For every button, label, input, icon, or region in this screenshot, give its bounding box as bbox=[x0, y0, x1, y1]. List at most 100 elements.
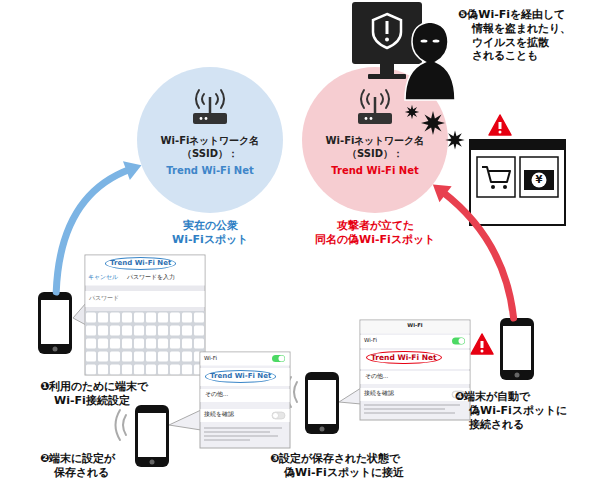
phone-icons bbox=[38, 292, 534, 467]
router-icon bbox=[358, 90, 392, 124]
screen-capture: Wi-FiTrend Wi-Fi Netその他...接続を確認 bbox=[200, 352, 290, 448]
art-circle bbox=[459, 338, 465, 344]
screen-shot bbox=[339, 320, 470, 420]
art-polygon bbox=[169, 410, 201, 430]
ui-text: パスワードを入力 bbox=[127, 274, 175, 281]
arrow-head bbox=[123, 161, 141, 180]
art-rect bbox=[361, 371, 470, 384]
fake-spot-circle: Wi-Fiネットワーク名 （SSID）：Trend Wi-Fi Net攻撃者が立… bbox=[302, 67, 448, 213]
art-rect bbox=[272, 355, 285, 362]
art-use bbox=[38, 292, 72, 354]
art-rect bbox=[201, 389, 290, 402]
art-use bbox=[305, 372, 339, 434]
text-line: 接続される bbox=[455, 418, 567, 432]
phone-device: ❹端末が自動で 偽Wi-Fiスポットに 接続される bbox=[500, 318, 534, 380]
art-ellipse bbox=[421, 39, 428, 42]
text-line: Wi-Fiネットワーク名 bbox=[137, 135, 283, 148]
art-rect bbox=[201, 409, 290, 422]
art-use bbox=[500, 318, 534, 380]
art-rect bbox=[386, 21, 389, 34]
art-circle bbox=[532, 173, 547, 188]
art-polygon bbox=[339, 388, 361, 404]
burst-mark bbox=[445, 130, 464, 149]
shopping-window bbox=[470, 140, 565, 225]
art-path bbox=[204, 428, 282, 440]
art-rect bbox=[201, 353, 290, 366]
art-rect bbox=[520, 157, 558, 197]
art-circle bbox=[503, 185, 507, 189]
art-path bbox=[373, 14, 401, 48]
warning-icon bbox=[489, 115, 511, 135]
phone-device: ❷端末に設定が 保存される bbox=[135, 405, 169, 467]
text-line: 保存される bbox=[40, 466, 115, 480]
text-line: 同名の偽Wi-Fiスポット bbox=[302, 233, 448, 247]
text-line: （SSID）： bbox=[302, 148, 448, 161]
art-use bbox=[135, 405, 169, 467]
art-rect bbox=[524, 170, 554, 190]
art-rect bbox=[452, 338, 465, 345]
spot-circle bbox=[137, 67, 283, 213]
text-line: 情報を盗まれたり、 bbox=[458, 22, 571, 36]
screen-shot bbox=[73, 255, 205, 375]
text-line: Wi-Fiネットワーク名 bbox=[302, 135, 448, 148]
ssid-item: Trend Wi-Fi Net bbox=[105, 257, 176, 270]
art-path bbox=[364, 405, 460, 413]
step-caption: ❹端末が自動で 偽Wi-Fiスポットに 接続される bbox=[455, 390, 567, 431]
art-rect bbox=[477, 157, 515, 197]
burst-mark bbox=[405, 105, 419, 119]
text-line: ❶利用のために端末で bbox=[40, 380, 148, 394]
art-rect bbox=[361, 335, 470, 348]
art-rect bbox=[361, 321, 470, 334]
flow-arrow bbox=[56, 161, 141, 292]
art-rect bbox=[361, 388, 470, 401]
text-line: （SSID）： bbox=[137, 148, 283, 161]
screen-capture: Wi-FiWi-FiTrend Wi-Fi Netその他...接続を確認 bbox=[360, 320, 470, 420]
text-line: 攻撃者が立てた bbox=[302, 219, 448, 233]
art-rect bbox=[85, 255, 205, 375]
art-ellipse bbox=[433, 39, 440, 42]
art-rect bbox=[201, 368, 290, 386]
art-polygon bbox=[73, 303, 86, 325]
text-line: ❷端末に設定が bbox=[40, 452, 115, 466]
art-rect bbox=[86, 311, 205, 375]
art-circle bbox=[385, 38, 389, 42]
ssid-value: Trend Wi-Fi Net bbox=[302, 165, 448, 178]
router-icon bbox=[193, 90, 227, 124]
art-path bbox=[482, 167, 510, 182]
art-path bbox=[405, 22, 455, 100]
text-line: ❺偽Wi-Fiを経由して bbox=[458, 8, 571, 22]
text-line: ❸設定が保存された状態で bbox=[270, 452, 404, 466]
art-rect bbox=[360, 320, 470, 420]
art-rect bbox=[86, 291, 205, 307]
art-rect bbox=[86, 256, 205, 286]
text-line: ウイルスを拡散 bbox=[458, 36, 571, 50]
ui-text: 接続を確認 bbox=[204, 411, 234, 418]
art-rect bbox=[380, 64, 394, 74]
step-caption: ❸設定が保存された状態で 偽Wi-Fiスポットに接近 bbox=[270, 452, 404, 480]
step-caption: ❶利用のために端末で Wi-Fi接続設定 bbox=[40, 380, 148, 408]
art-rect bbox=[470, 140, 565, 225]
art-circle bbox=[491, 185, 495, 189]
text-line: 偽Wi-Fiスポットに接近 bbox=[270, 466, 404, 480]
art-rect bbox=[368, 74, 406, 79]
text-line: 実在の公衆 bbox=[137, 219, 283, 233]
arrow-shaft bbox=[442, 192, 513, 318]
ui-text: パスワード bbox=[89, 295, 119, 302]
ssid-item: Trend Wi-Fi Net bbox=[205, 370, 276, 383]
art-rect bbox=[361, 350, 470, 369]
art-circle bbox=[273, 413, 279, 419]
wifi-spot-circle: Wi-Fiネットワーク名 （SSID）：Trend Wi-Fi Net実在の公衆… bbox=[137, 67, 283, 213]
art-rect bbox=[200, 352, 290, 448]
flow-arrow bbox=[433, 185, 514, 318]
art-rect bbox=[86, 311, 205, 375]
art-circle bbox=[279, 356, 285, 362]
ui-text: その他... bbox=[205, 391, 228, 398]
burst-mark bbox=[421, 111, 445, 135]
text-line: Wi-Fi接続設定 bbox=[40, 394, 148, 408]
ssid-value: Trend Wi-Fi Net bbox=[137, 165, 283, 178]
spot-heading: 実在の公衆 Wi-Fiスポット bbox=[137, 219, 283, 247]
ssid-heading: Wi-Fiネットワーク名 （SSID）： bbox=[137, 135, 283, 160]
ui-text: Wi-Fi bbox=[364, 337, 377, 344]
arrow-head bbox=[433, 185, 452, 203]
